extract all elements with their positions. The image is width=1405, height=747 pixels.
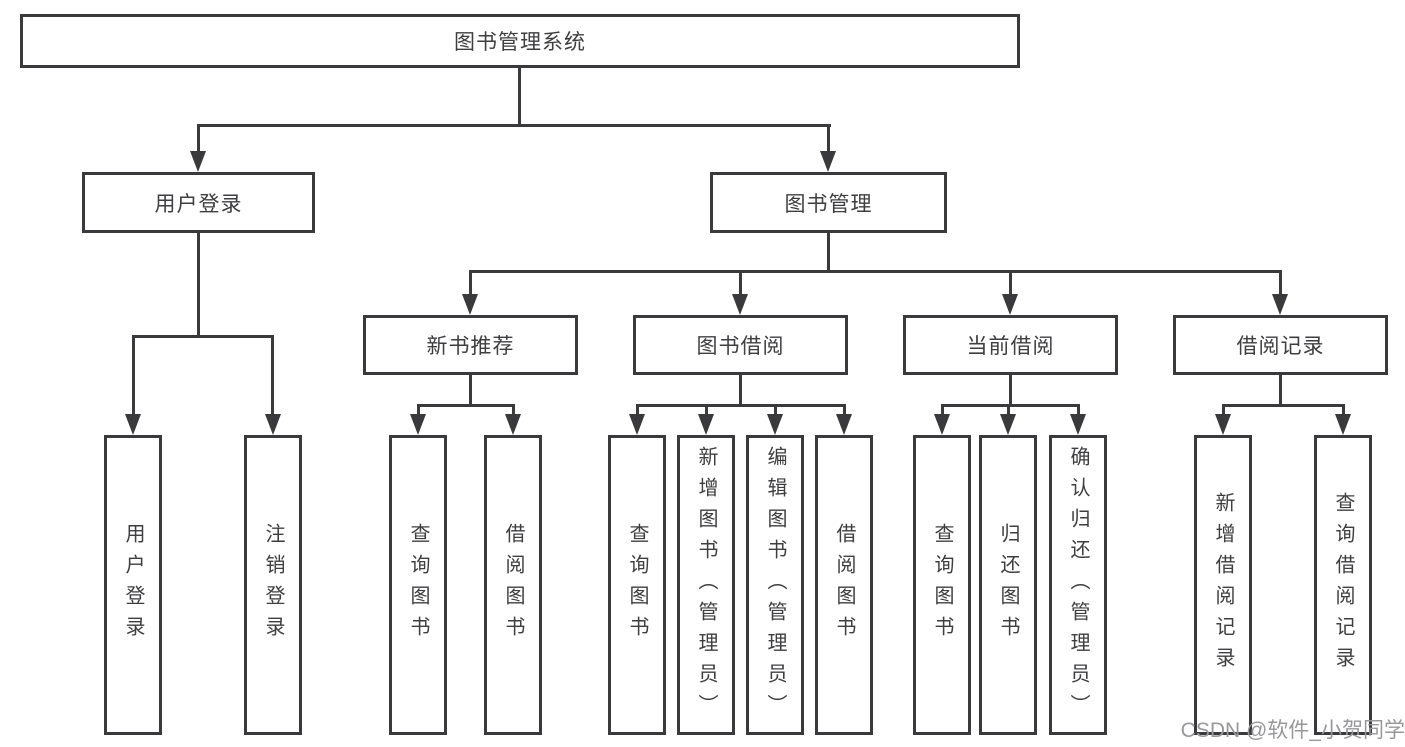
leaf-label: 新增借阅记录 [1212, 492, 1234, 678]
connector-current-bar [941, 404, 1080, 407]
node-user-login: 用户登录 [82, 172, 315, 233]
connector-userlogin-drop-1 [132, 335, 135, 416]
node-book-management: 图书管理 [710, 172, 947, 233]
leaf-query-books-borrow: 查询图书 [608, 435, 666, 735]
connector-userlogin-stem [197, 233, 200, 335]
node-current-borrow: 当前借阅 [903, 315, 1118, 375]
connector-borrow-drop-3 [774, 404, 777, 416]
leaf-add-borrow-record: 新增借阅记录 [1194, 435, 1252, 735]
connector-bookmgmt-bar [469, 270, 1281, 273]
watermark: CSDN @软件_小贺同学 [1180, 719, 1405, 742]
arrow-down-icon [934, 414, 950, 435]
arrow-down-icon [1335, 414, 1351, 435]
connector-bookmgmt-drop-2 [739, 270, 742, 296]
arrow-down-icon [265, 414, 281, 435]
connector-records-drop-2 [1342, 404, 1345, 416]
connector-bookmgmt-drop-3 [1009, 270, 1012, 296]
arrow-down-icon [1000, 414, 1016, 435]
leaf-confirm-return-admin: 确认归还（管理员） [1049, 435, 1107, 735]
leaf-label: 借阅图书 [502, 523, 524, 647]
leaf-label: 查询图书 [931, 523, 953, 647]
connector-borrow-drop-1 [636, 404, 639, 416]
leaf-query-books-current: 查询图书 [913, 435, 971, 735]
connector-bookmgmt-drop-1 [469, 270, 472, 296]
arrow-down-icon [1272, 294, 1288, 315]
connector-recommend-stem [469, 375, 472, 404]
leaf-return-books: 归还图书 [979, 435, 1037, 735]
connector-recommend-bar [417, 404, 515, 407]
arrow-down-icon [190, 151, 206, 172]
leaf-logout: 注销登录 [244, 435, 302, 735]
node-root-library-system: 图书管理系统 [20, 14, 1020, 68]
leaf-label: 查询借阅记录 [1332, 492, 1354, 678]
leaf-borrow-books-recommend: 借阅图书 [484, 435, 542, 735]
connector-borrow-bar [636, 404, 846, 407]
connector-borrow-drop-2 [705, 404, 708, 416]
leaf-label: 注销登录 [262, 523, 284, 647]
leaf-user-login: 用户登录 [104, 435, 162, 735]
arrow-down-icon [767, 414, 783, 435]
connector-current-drop-3 [1077, 404, 1080, 416]
connector-recommend-drop-1 [417, 404, 420, 416]
connector-root-drop-left [197, 124, 200, 154]
leaf-label: 确认归还（管理员） [1067, 445, 1089, 725]
node-label: 新书推荐 [426, 335, 515, 358]
leaf-label: 归还图书 [997, 523, 1019, 647]
arrow-down-icon [1002, 294, 1018, 315]
node-label: 图书管理系统 [454, 31, 586, 54]
connector-records-bar [1222, 404, 1345, 407]
connector-recommend-drop-2 [512, 404, 515, 416]
node-borrow-records: 借阅记录 [1173, 315, 1388, 375]
connector-current-drop-1 [941, 404, 944, 416]
arrow-down-icon [1215, 414, 1231, 435]
node-label: 图书借阅 [696, 335, 785, 358]
connector-root-stem [518, 68, 521, 124]
connector-borrow-stem [739, 375, 742, 404]
arrow-down-icon [462, 294, 478, 315]
node-label: 图书管理 [784, 192, 873, 216]
arrow-down-icon [732, 294, 748, 315]
leaf-edit-books-admin: 编辑图书（管理员） [746, 435, 804, 735]
arrow-down-icon [125, 414, 141, 435]
connector-root-drop-right [827, 124, 830, 154]
node-book-borrow: 图书借阅 [633, 315, 848, 375]
connector-bookmgmt-drop-4 [1279, 270, 1282, 296]
node-new-book-recommend: 新书推荐 [363, 315, 578, 375]
arrow-down-icon [820, 151, 836, 172]
connector-bookmgmt-stem [827, 233, 830, 270]
arrow-down-icon [410, 414, 426, 435]
arrow-down-icon [505, 414, 521, 435]
node-label: 借阅记录 [1236, 335, 1325, 358]
arrow-down-icon [629, 414, 645, 435]
leaf-label: 借阅图书 [833, 523, 855, 647]
arrow-down-icon [1070, 414, 1086, 435]
connector-records-stem [1279, 375, 1282, 404]
node-label: 当前借阅 [966, 335, 1055, 358]
connector-records-drop-1 [1222, 404, 1225, 416]
connector-root-bar [197, 124, 831, 127]
arrow-down-icon [836, 414, 852, 435]
connector-borrow-drop-4 [843, 404, 846, 416]
leaf-label: 查询图书 [407, 523, 429, 647]
leaf-label: 编辑图书（管理员） [764, 445, 786, 725]
leaf-label: 查询图书 [626, 523, 648, 647]
connector-current-drop-2 [1007, 404, 1010, 416]
node-label: 用户登录 [154, 192, 243, 216]
leaf-add-books-admin: 新增图书（管理员） [677, 435, 735, 735]
leaf-query-borrow-record: 查询借阅记录 [1314, 435, 1372, 735]
connector-userlogin-drop-2 [271, 335, 274, 416]
leaf-query-books-recommend: 查询图书 [389, 435, 447, 735]
connector-userlogin-bar [132, 335, 274, 338]
leaf-borrow-books: 借阅图书 [815, 435, 873, 735]
leaf-label: 用户登录 [122, 523, 144, 647]
leaf-label: 新增图书（管理员） [695, 445, 717, 725]
connector-current-stem [1009, 375, 1012, 404]
arrow-down-icon [698, 414, 714, 435]
